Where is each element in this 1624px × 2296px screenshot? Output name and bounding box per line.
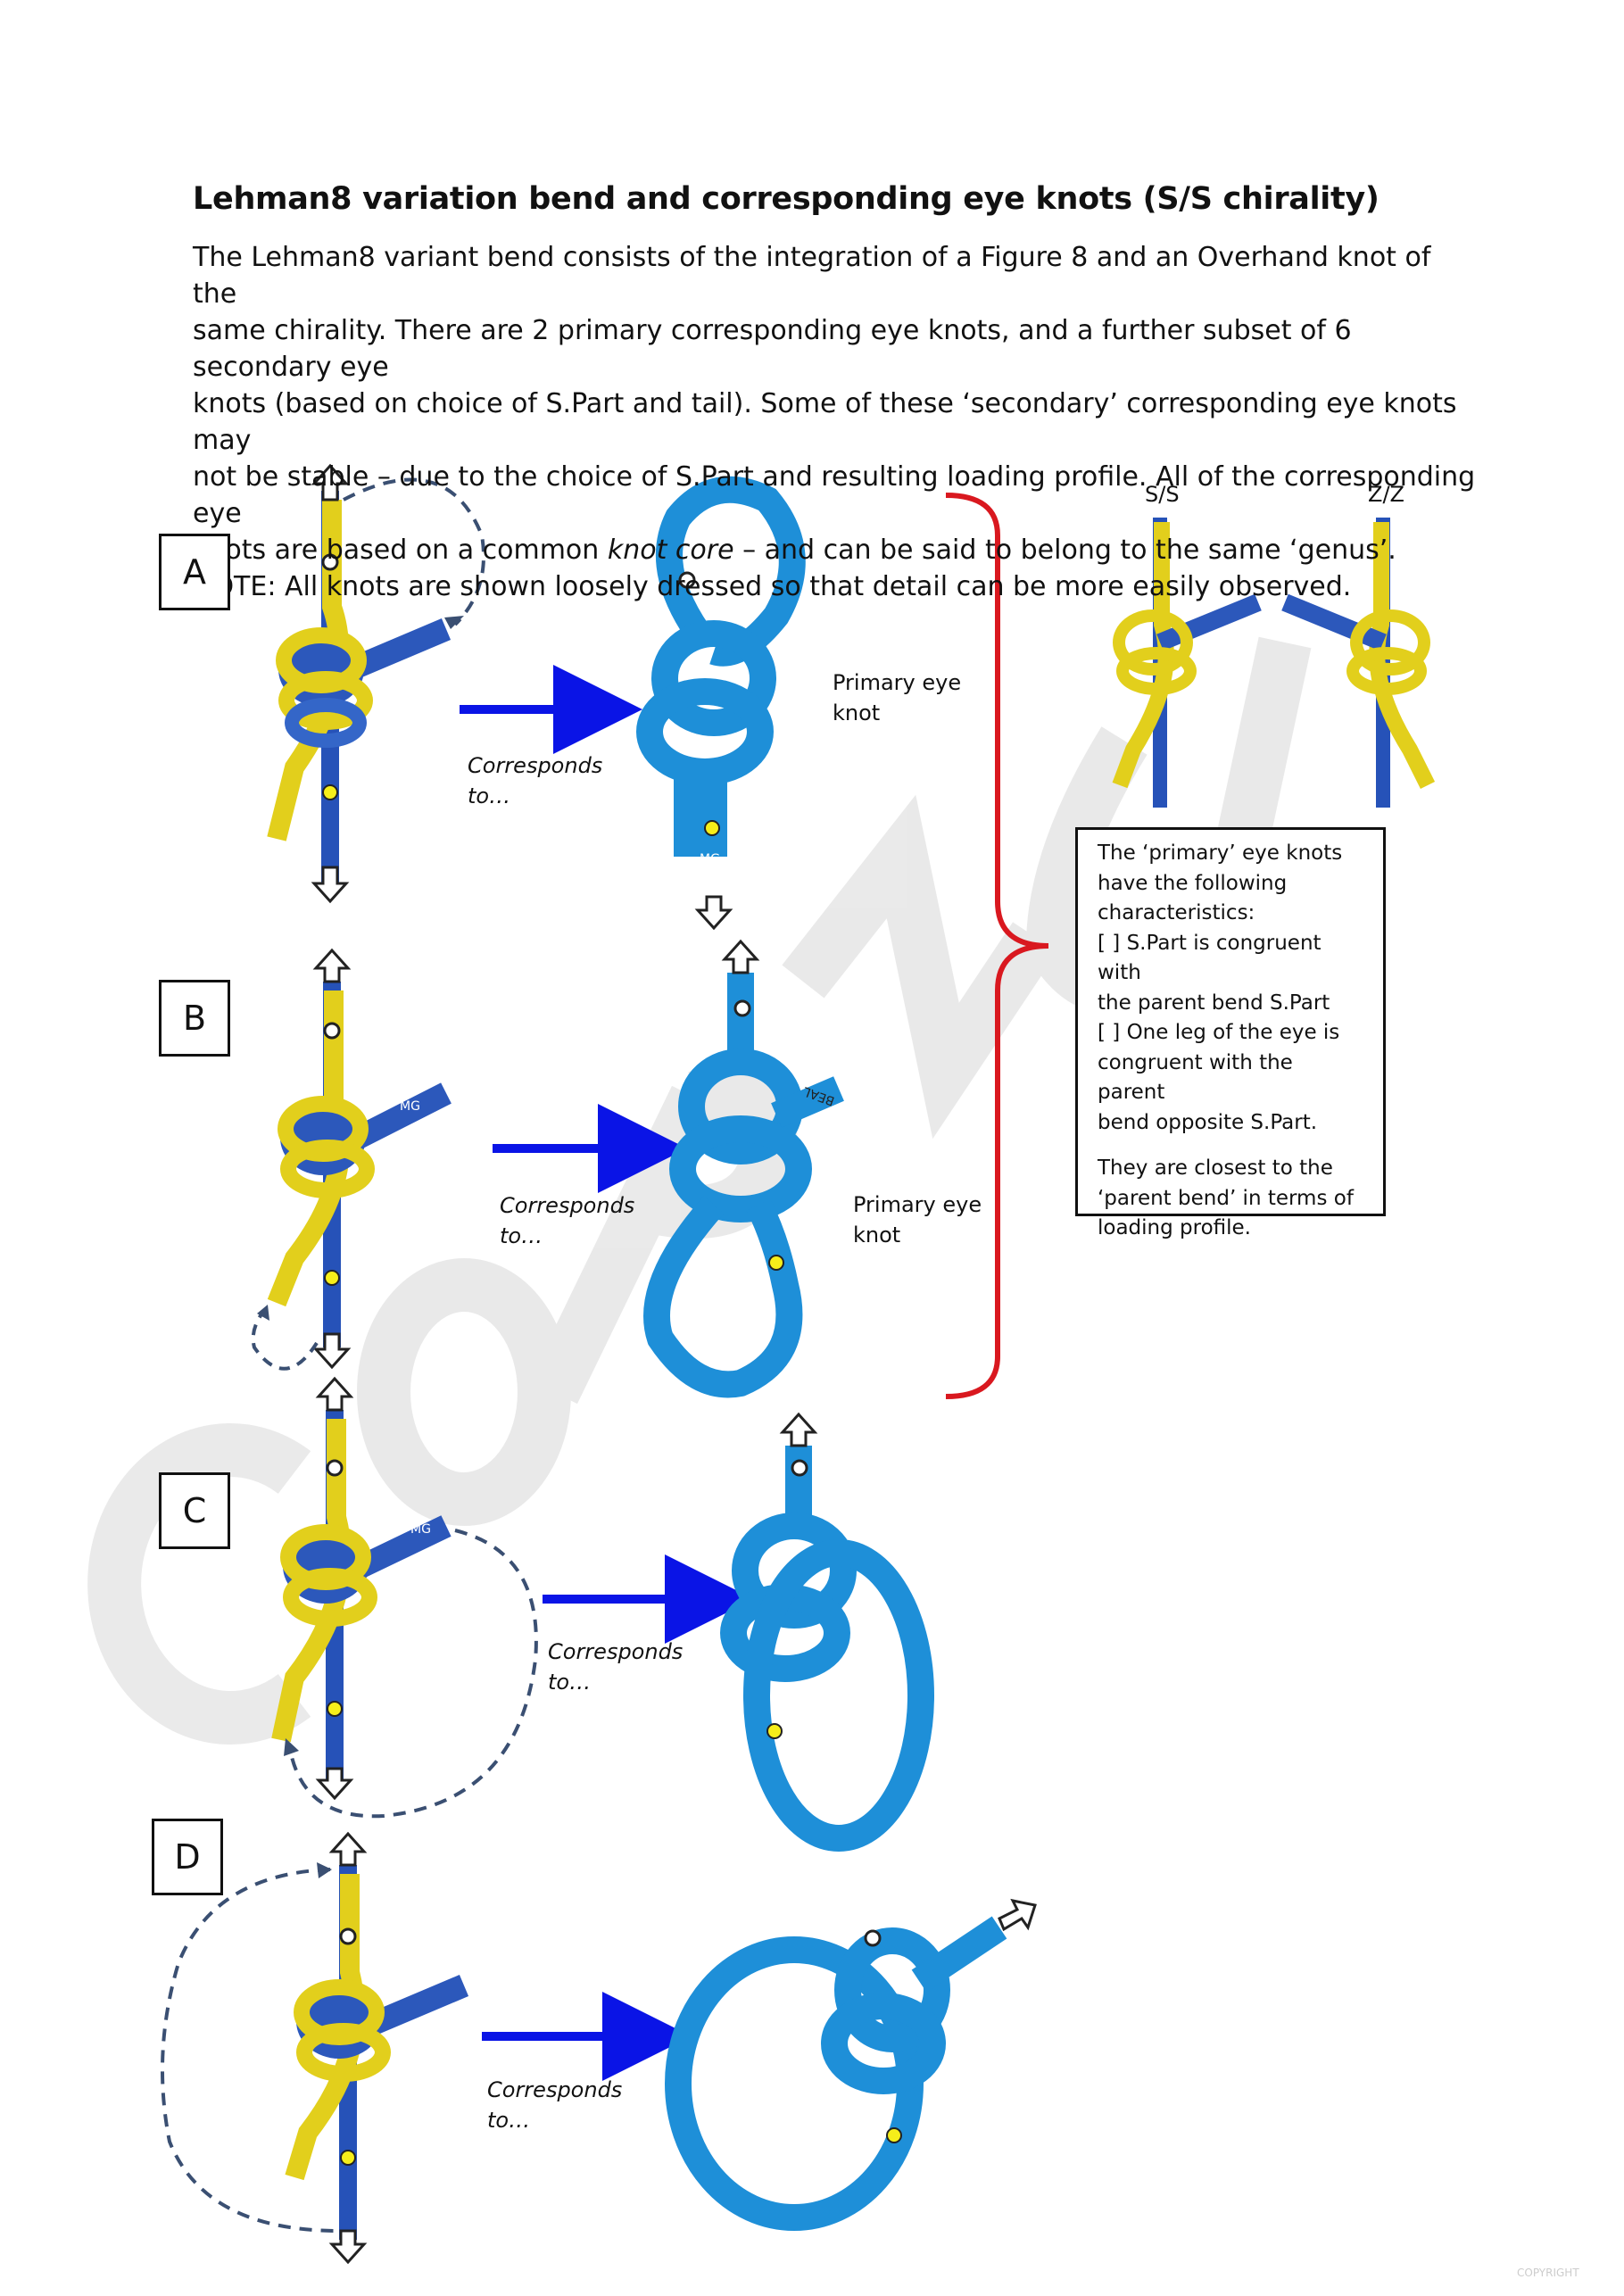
- info-line: They are closest to the: [1098, 1156, 1333, 1180]
- rope-tag-mg: MG: [775, 1919, 795, 1933]
- corresponds-label-c: Corresponds to…: [548, 1637, 683, 1697]
- zz-label: Z/Z: [1368, 482, 1404, 507]
- rope-tag-mg: MG: [700, 852, 720, 866]
- intro-paragraph: The Lehman8 variant bend consists of the…: [193, 239, 1478, 605]
- to-text: to…: [487, 2108, 531, 2133]
- corresponds-label-d: Corresponds to…: [487, 2075, 622, 2135]
- eye-knot-b: [643, 973, 844, 1398]
- intro-line: knots are based on a common knot core – …: [193, 532, 1478, 568]
- panel-label-a: A: [159, 534, 230, 610]
- info-line: loading profile.: [1098, 1216, 1251, 1239]
- info-line: the parent bend S.Part: [1098, 991, 1330, 1015]
- red-bracket: [945, 493, 1049, 1399]
- rope-tag-beal: BEAL: [801, 1083, 837, 1108]
- primary-text: Primary eye: [853, 1192, 982, 1217]
- eye-knot-c: [720, 1446, 934, 1852]
- primary-eye-knot-label-b: Primary eye knot: [853, 1189, 982, 1250]
- info-line: The ‘primary’ eye knots: [1098, 841, 1343, 865]
- intro-text: knots are based on a common: [193, 535, 608, 566]
- corresponds-text: Corresponds: [548, 1639, 684, 1664]
- to-text: to…: [468, 783, 511, 808]
- to-text: to…: [500, 1223, 543, 1248]
- corresponds-text: Corresponds: [468, 753, 603, 778]
- info-line: ‘parent bend’ in terms of: [1098, 1186, 1354, 1210]
- ss-label: S/S: [1145, 482, 1180, 507]
- intro-line: same chirality. There are 2 primary corr…: [193, 315, 1352, 383]
- corresponds-label-a: Corresponds to…: [468, 750, 602, 811]
- primary-eye-knot-label-a: Primary eye knot: [833, 667, 961, 728]
- knot-text: knot: [833, 700, 881, 725]
- info-line: congruent with the parent: [1098, 1050, 1293, 1105]
- info-line: characteristics:: [1098, 901, 1255, 924]
- intro-line: knots (based on choice of S.Part and tai…: [193, 388, 1457, 456]
- intro-note: NOTE: All knots are shown loosely dresse…: [193, 571, 1352, 602]
- rope-tag-mg: MG: [400, 1099, 420, 1114]
- bend-c: [271, 1376, 538, 1819]
- panel-label-d: D: [152, 1819, 223, 1895]
- bend-d: [161, 1831, 469, 2265]
- spacer: [1098, 1138, 1363, 1154]
- panel-label-b: B: [159, 980, 230, 1057]
- primary-characteristics-box: The ‘primary’ eye knots have the followi…: [1075, 827, 1386, 1239]
- eye-knot-d: [665, 1916, 1007, 2231]
- info-line: [ ] One leg of the eye is: [1098, 1021, 1340, 1044]
- corresponds-text: Corresponds: [487, 2077, 623, 2102]
- panel-label-c: C: [159, 1472, 230, 1549]
- page-title: Lehman8 variation bend and corresponding…: [193, 181, 1380, 217]
- intro-line: The Lehman8 variant bend consists of the…: [193, 242, 1431, 310]
- info-line: [ ] S.Part is congruent with: [1098, 931, 1322, 985]
- corresponds-label-b: Corresponds to…: [500, 1190, 634, 1251]
- rope-tag-mg: MG: [410, 1522, 431, 1537]
- to-text: to…: [548, 1670, 592, 1695]
- info-line: bend opposite S.Part.: [1098, 1110, 1318, 1134]
- corresponds-text: Corresponds: [500, 1193, 635, 1218]
- knot-text: knot: [853, 1223, 901, 1247]
- intro-text: – and can be said to belong to the same …: [733, 535, 1396, 566]
- bend-b: [251, 948, 452, 1371]
- intro-line: not be stable – due to the choice of S.P…: [193, 461, 1476, 529]
- watermark-text: COPYRIGHT: [1517, 2267, 1579, 2279]
- primary-text: Primary eye: [833, 670, 962, 695]
- knot-core-term: knot core: [607, 535, 734, 566]
- info-line: have the following: [1098, 871, 1288, 895]
